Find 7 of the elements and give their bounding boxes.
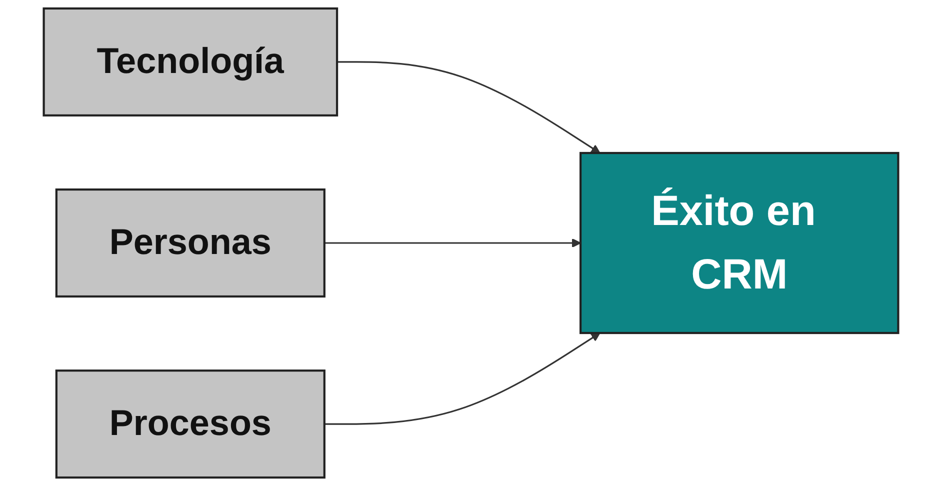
node-box: Tecnología [42, 7, 338, 116]
arrow [324, 332, 600, 425]
arrow [337, 61, 600, 154]
node-box: Éxito en CRM [580, 152, 900, 334]
arrow [324, 238, 581, 248]
node-box: Personas [55, 188, 326, 298]
node-box: Procesos [55, 370, 326, 479]
